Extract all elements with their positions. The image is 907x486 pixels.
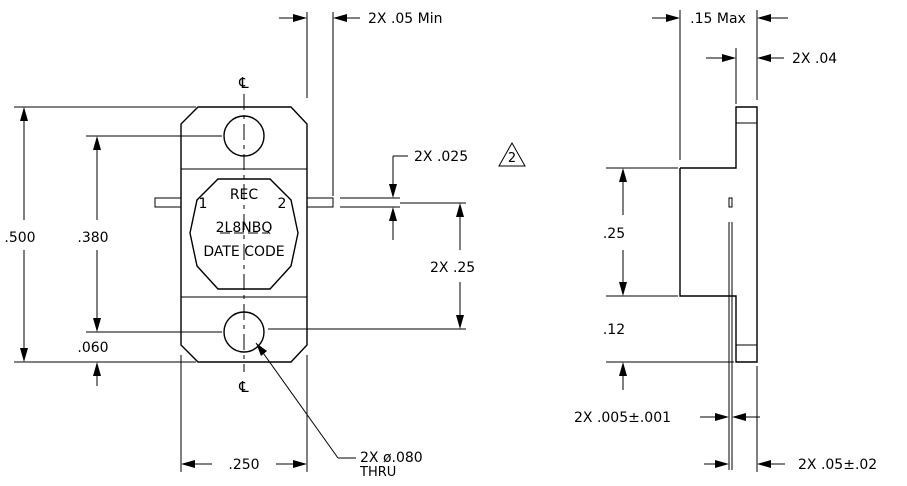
side-lead-slot	[728, 197, 733, 208]
note-flag-number: 2	[508, 151, 516, 166]
lead-left	[154, 197, 182, 208]
dim-overall-height: .500	[4, 230, 35, 246]
dim-flange: .12	[603, 322, 625, 338]
front-view: ℄ ℄ REC 2L8NBQ DATE CODE 1 2 .500 .380 .…	[4, 11, 526, 480]
dim-hole-thru: THRU	[359, 465, 396, 480]
dim-hole-diameter: 2X ø.080	[360, 450, 423, 466]
centerline-symbol-bottom: ℄	[238, 378, 249, 396]
dim-tab: 2X .04	[792, 51, 837, 67]
dim-flange-tolerance: 2X .05±.02	[798, 457, 877, 473]
dim-lead-length: 2X .05 Min	[368, 11, 443, 27]
lead-right	[306, 197, 334, 208]
dim-max-height: .15 Max	[690, 11, 746, 27]
device-body-outline	[189, 178, 299, 290]
marking-line-2: 2L8NBQ	[216, 220, 273, 236]
centerline-symbol-top: ℄	[238, 74, 249, 92]
dim-lead-tolerance: 2X .005±.001	[574, 410, 671, 426]
dim-lead-thickness: 2X .025	[414, 149, 468, 165]
side-view: .15 Max 2X .04 .25 .12 2X .005±.001	[574, 10, 877, 473]
dim-lead-height: .25	[603, 226, 625, 242]
dim-hole-spacing: .380	[77, 230, 108, 246]
note-flag-triangle	[498, 141, 526, 167]
dim-hole-center-width: .250	[228, 457, 259, 473]
marking-line-3: DATE CODE	[203, 244, 284, 260]
side-profile-outline	[679, 106, 758, 363]
marking-line-1: REC	[230, 187, 259, 203]
pin-1-label: 1	[199, 196, 208, 212]
dim-lead-offset: 2X .25	[430, 260, 475, 276]
dim-edge-to-hole: .060	[77, 340, 108, 356]
pin-2-label: 2	[278, 196, 287, 212]
